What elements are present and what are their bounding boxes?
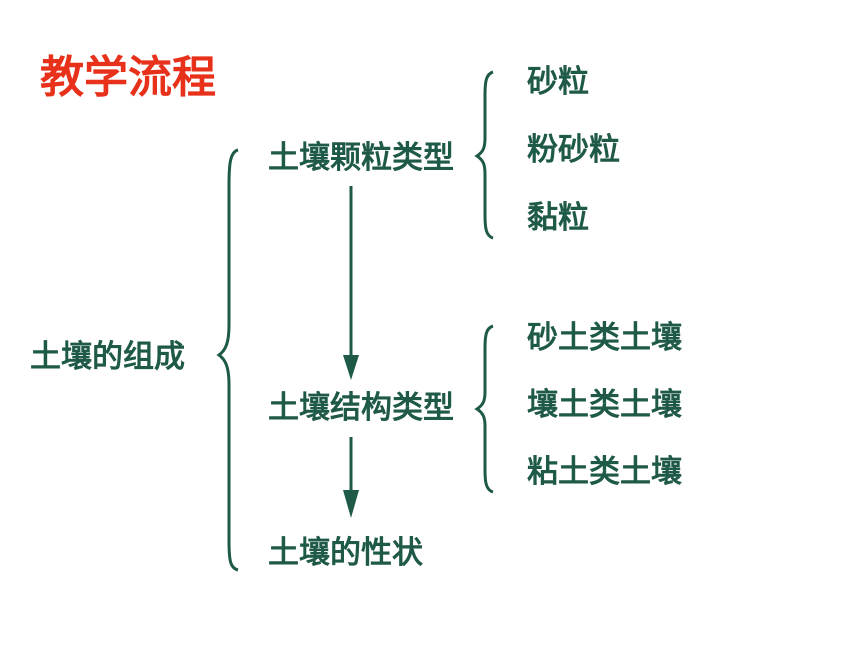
grain-type-sand: 砂粒 (527, 64, 589, 100)
arrow-1-head (343, 355, 359, 380)
structure-type-clayey: 粘土类土壤 (527, 454, 682, 490)
page-title: 教学流程 (40, 52, 216, 103)
level-2-node: 土壤结构类型 (268, 390, 454, 426)
grain-type-clay: 黏粒 (527, 200, 589, 236)
level-3-node: 土壤的性状 (268, 535, 423, 571)
grain-type-silt: 粉砂粒 (527, 132, 620, 168)
root-brace (216, 148, 239, 572)
level-1-node: 土壤颗粒类型 (268, 140, 454, 176)
structure-type-loam: 壤土类土壤 (527, 387, 682, 423)
grain-brace (474, 70, 494, 240)
structure-type-sandy: 砂土类土壤 (527, 320, 682, 356)
root-node: 土壤的组成 (30, 339, 185, 375)
arrow-2-head (343, 490, 359, 518)
structure-brace (474, 324, 494, 494)
